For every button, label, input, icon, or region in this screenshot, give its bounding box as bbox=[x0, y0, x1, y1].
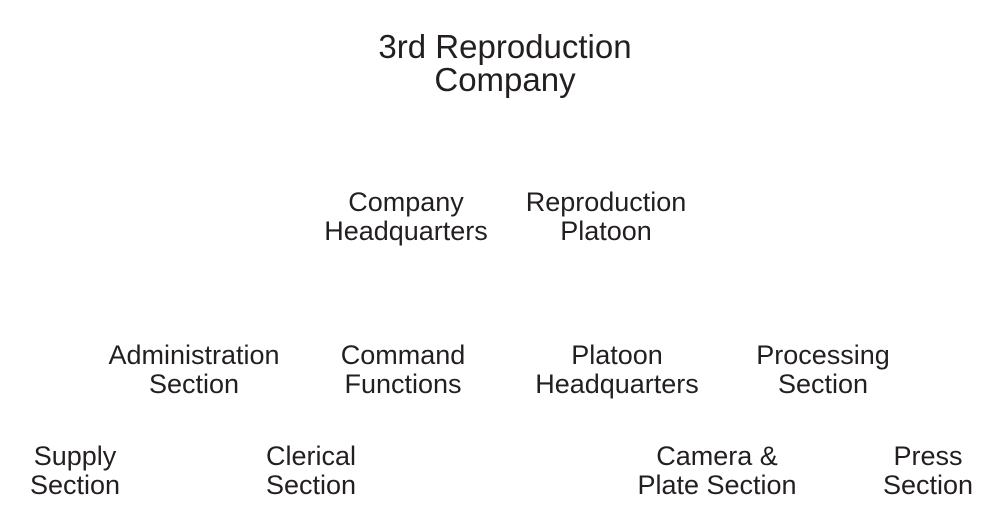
org-node-administration-section: Administration Section bbox=[108, 340, 280, 399]
org-node-camera-plate-section: Camera & Plate Section bbox=[637, 441, 797, 500]
org-node-company-headquarters: Company Headquarters bbox=[324, 187, 488, 246]
org-node-processing-section: Processing Section bbox=[756, 340, 890, 399]
org-node-command-functions: Command Functions bbox=[340, 340, 466, 399]
org-chart-title: 3rd Reproduction Company bbox=[378, 28, 632, 98]
org-node-clerical-section: Clerical Section bbox=[265, 441, 357, 500]
org-node-platoon-headquarters: Platoon Headquarters bbox=[535, 340, 699, 399]
org-node-reproduction-platoon: Reproduction Platoon bbox=[525, 187, 687, 246]
org-node-supply-section: Supply Section bbox=[29, 441, 121, 500]
org-node-press-section: Press Section bbox=[882, 441, 974, 500]
